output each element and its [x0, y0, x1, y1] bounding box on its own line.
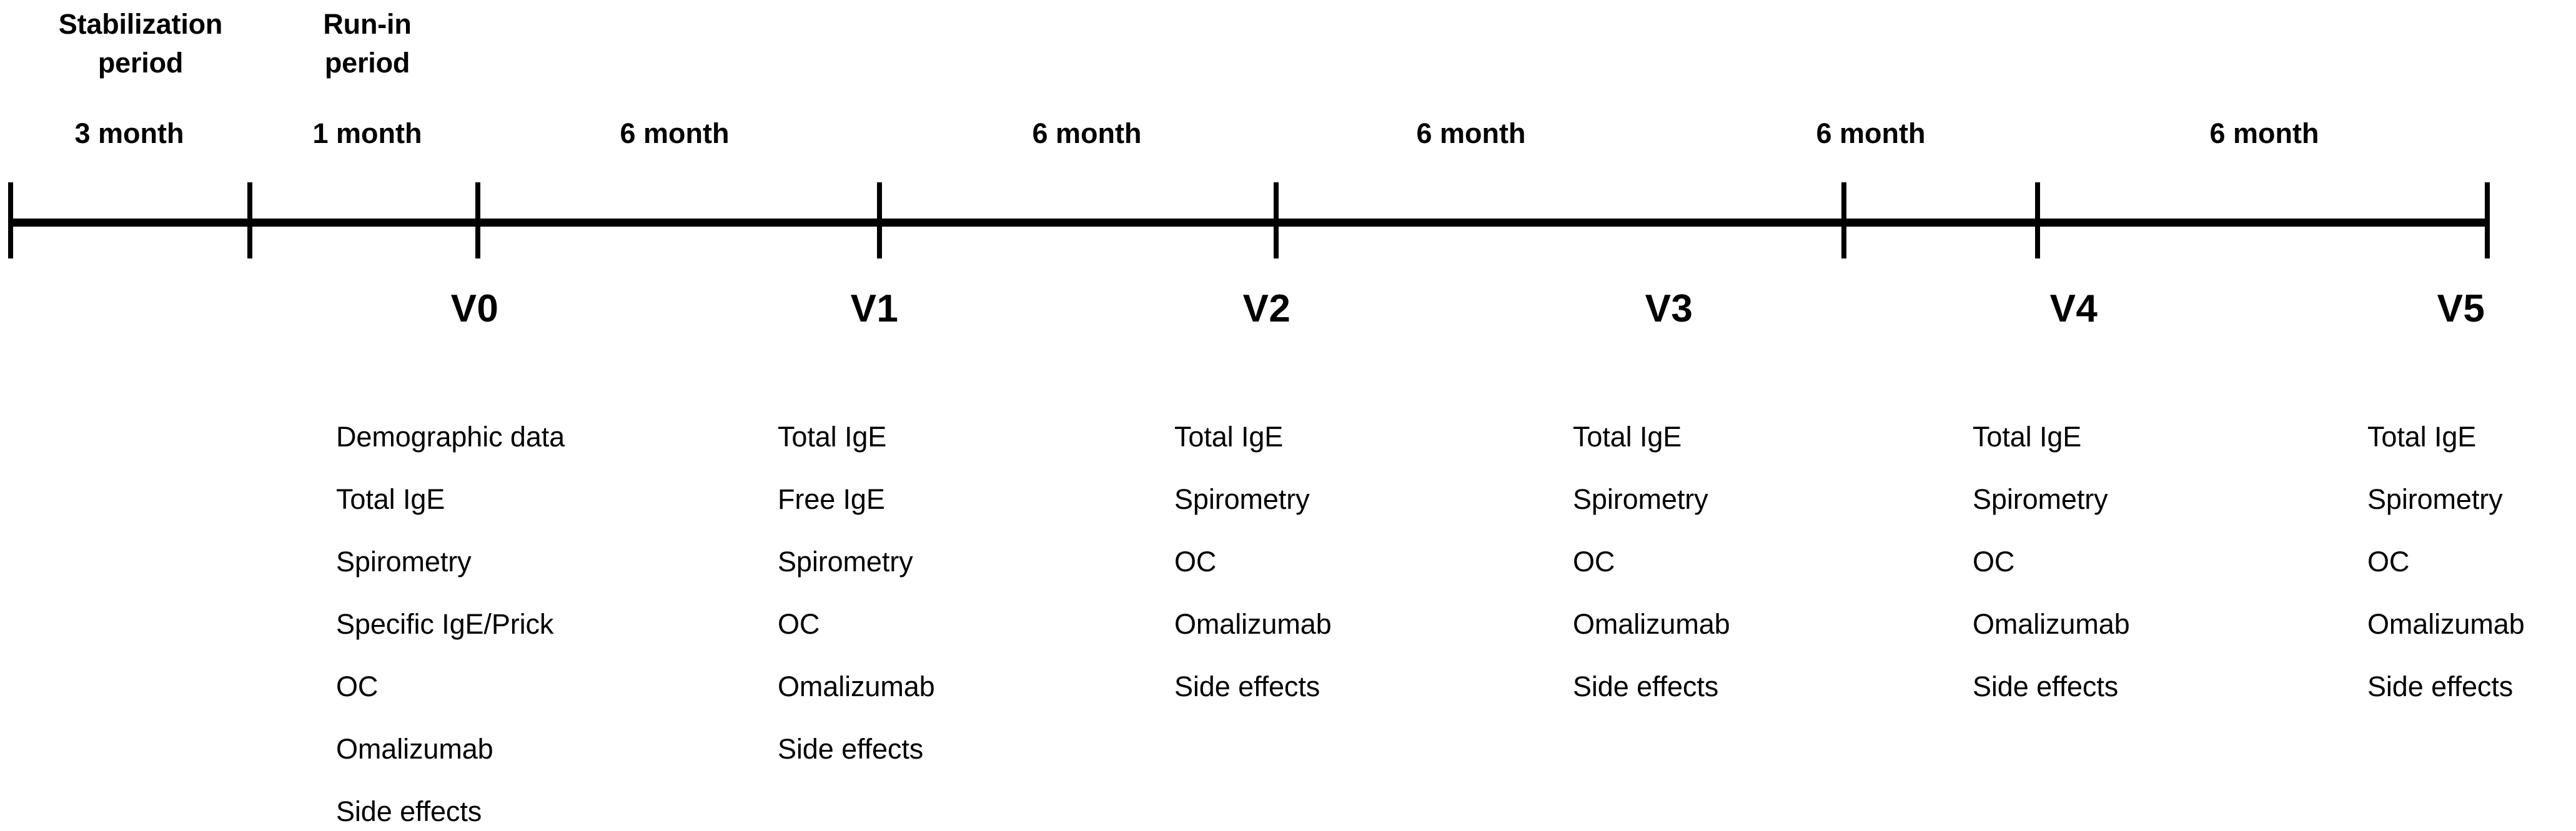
assessment-item: Spirometry — [1573, 483, 1708, 515]
assessment-item: Omalizumab — [336, 733, 493, 765]
assessment-item: Total IgE — [2367, 421, 2477, 453]
duration-label: 6 month — [1032, 117, 1142, 149]
assessment-item: Omalizumab — [1973, 608, 2130, 640]
duration-label: 6 month — [2209, 117, 2319, 149]
assessment-item: Demographic data — [336, 421, 565, 453]
assessment-item: Side effects — [336, 795, 482, 827]
assessment-item: Total IgE — [336, 483, 445, 515]
timeline-tick — [475, 182, 480, 258]
assessment-item: Spirometry — [2367, 483, 2503, 515]
timeline-tick — [8, 182, 13, 258]
visit-label-v3: V3 — [1645, 287, 1693, 330]
duration-label: 6 month — [1416, 117, 1526, 149]
assessment-item: Side effects — [1973, 671, 2119, 702]
assessment-item: Side effects — [2367, 671, 2514, 702]
duration-label: 6 month — [1816, 117, 1926, 149]
assessment-item: Spirometry — [778, 546, 913, 578]
timeline-axis-line — [9, 219, 2490, 227]
assessment-item: OC — [336, 671, 379, 702]
assessment-item: Side effects — [1174, 671, 1320, 702]
assessment-item: Total IgE — [1973, 421, 2082, 453]
visit-label-v1: V1 — [850, 287, 899, 330]
timeline-tick — [1274, 182, 1279, 258]
assessment-item: Total IgE — [1174, 421, 1284, 453]
period-header-stabilization: Stabilization period — [58, 8, 223, 79]
period-header-run-in: Run-in period — [323, 8, 412, 79]
assessment-item: OC — [2367, 546, 2410, 578]
visit-label-v0: V0 — [450, 287, 499, 330]
assessment-item: Omalizumab — [1174, 608, 1332, 640]
assessment-item: Total IgE — [1573, 421, 1682, 453]
assessment-item: OC — [778, 608, 820, 640]
duration-label: 3 month — [74, 117, 184, 149]
assessment-item: Omalizumab — [778, 671, 935, 702]
assessment-item: Spirometry — [1973, 483, 2108, 515]
assessment-item: Omalizumab — [2367, 608, 2525, 640]
assessment-item: Side effects — [778, 733, 924, 765]
assessment-item: Omalizumab — [1573, 608, 1730, 640]
assessment-item: OC — [1573, 546, 1615, 578]
visit-label-v2: V2 — [1242, 287, 1291, 330]
assessment-item: Total IgE — [778, 421, 887, 453]
duration-label: 1 month — [312, 117, 422, 149]
timeline-tick — [877, 182, 882, 258]
visit-label-v5: V5 — [2437, 287, 2485, 330]
duration-label: 6 month — [620, 117, 730, 149]
timeline-tick — [2035, 182, 2040, 258]
assessment-item: Spirometry — [336, 546, 472, 578]
assessment-item: Spirometry — [1174, 483, 1310, 515]
timeline-tick — [2485, 182, 2490, 258]
visit-label-v4: V4 — [2049, 287, 2098, 330]
assessment-item: Free IgE — [778, 483, 885, 515]
assessment-item: OC — [1174, 546, 1217, 578]
timeline-tick — [247, 182, 252, 258]
assessment-item: OC — [1973, 546, 2015, 578]
assessment-item: Side effects — [1573, 671, 1719, 702]
timeline-tick — [1841, 182, 1846, 258]
assessment-item: Specific IgE/Prick — [336, 608, 554, 640]
